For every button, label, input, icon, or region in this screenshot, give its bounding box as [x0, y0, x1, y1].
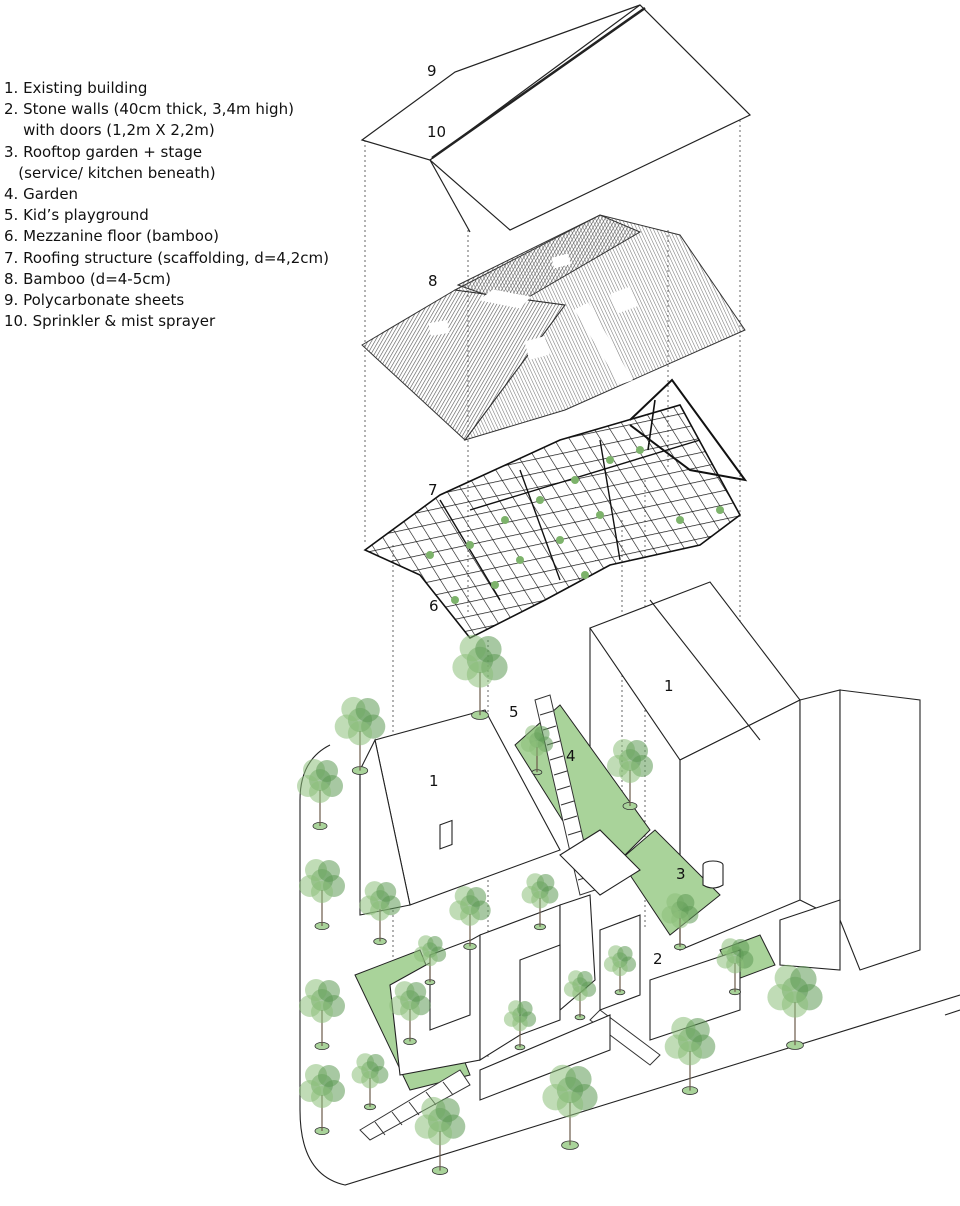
mezzanine-plants — [426, 446, 724, 604]
tree — [297, 759, 343, 831]
label-1-right: 1 — [664, 677, 674, 695]
legend-item: 6. Mezzanine floor (bamboo) — [4, 227, 220, 246]
label-1-left: 1 — [429, 772, 439, 790]
trees — [297, 634, 823, 1175]
legend-item: with doors (1,2m X 2,2m) — [4, 121, 215, 140]
tree — [389, 981, 431, 1046]
label-10: 10 — [427, 123, 446, 141]
tree — [334, 696, 386, 775]
tree — [520, 725, 554, 776]
existing-building-left — [359, 709, 561, 916]
bamboo-roof-layer — [361, 214, 746, 441]
roofing-structure-layer — [363, 378, 748, 640]
tree — [716, 938, 754, 996]
tree — [452, 634, 508, 720]
tree — [563, 970, 597, 1021]
stone-walls — [389, 819, 741, 1101]
legend-item: 9. Polycarbonate sheets — [4, 291, 185, 310]
tree — [299, 1064, 345, 1136]
label-9: 9 — [427, 62, 437, 80]
tree — [351, 1053, 389, 1111]
label-8: 8 — [428, 272, 438, 290]
legend-item: (service/ kitchen beneath) — [4, 163, 216, 182]
tree — [521, 873, 559, 931]
legend-item: 4. Garden — [4, 185, 79, 204]
label-3: 3 — [676, 865, 686, 883]
tree — [299, 979, 345, 1051]
legend: 1. Existing building 2. Stone walls (40c… — [4, 78, 329, 332]
tree — [414, 1096, 466, 1175]
legend-item: 1. Existing building — [4, 79, 148, 97]
legend-item: 10. Sprinkler & mist sprayer — [4, 312, 216, 331]
tree — [767, 964, 823, 1050]
tree — [359, 881, 401, 946]
label-7: 7 — [428, 481, 438, 499]
legend-item: 7. Roofing structure (scaffolding, d=4,2… — [4, 248, 329, 267]
diagram-labels: 9 10 8 7 6 1 1 5 4 3 2 — [427, 62, 686, 968]
tree — [503, 1000, 537, 1051]
legend-item: 3. Rooftop garden + stage — [4, 142, 203, 161]
tree — [603, 945, 637, 996]
tree — [661, 893, 699, 951]
legend-item: 8. Bamboo (d=4-5cm) — [4, 269, 171, 288]
label-5: 5 — [509, 703, 519, 721]
tree — [299, 859, 345, 931]
polycarbonate-roof-layer — [360, 4, 752, 233]
tree — [607, 739, 653, 811]
tree — [449, 886, 491, 951]
legend-item: 2. Stone walls (40cm thick, 3,4m high) — [4, 100, 294, 119]
label-6: 6 — [429, 597, 439, 615]
tree — [542, 1064, 598, 1150]
tree — [664, 1016, 716, 1095]
water-tank — [702, 860, 724, 889]
tree — [413, 935, 447, 986]
label-4: 4 — [566, 747, 576, 765]
legend-item: 5. Kid’s playground — [4, 206, 149, 225]
label-2: 2 — [653, 950, 663, 968]
